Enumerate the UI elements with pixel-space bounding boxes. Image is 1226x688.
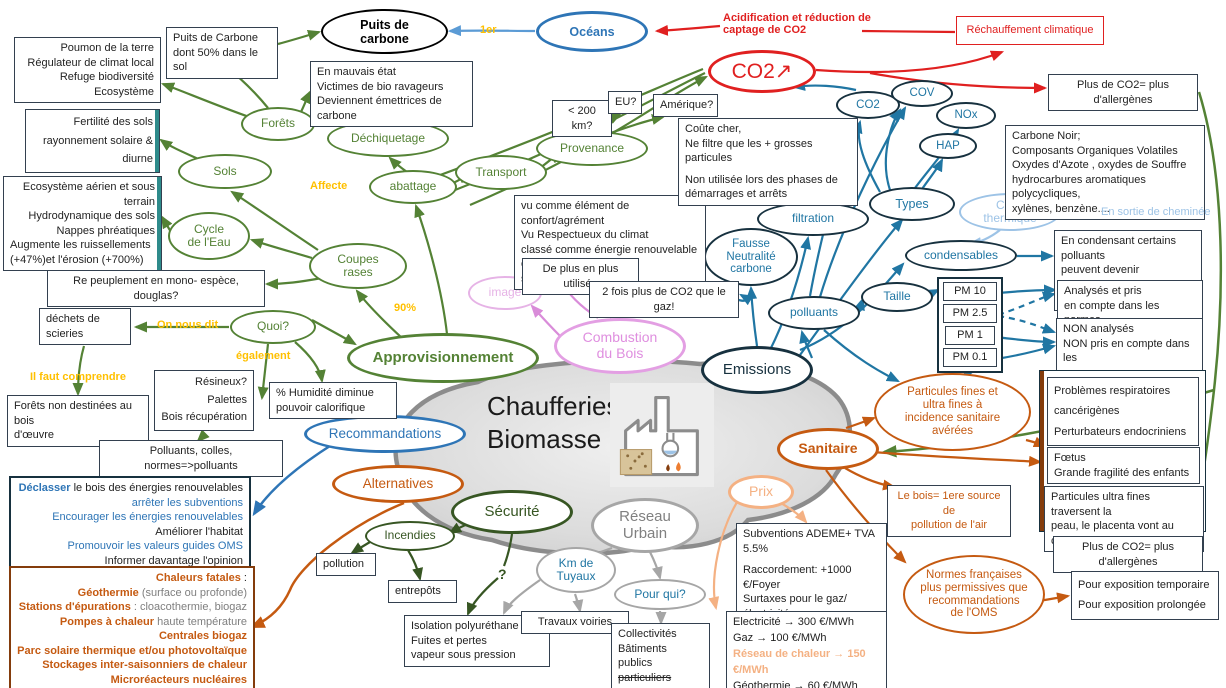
node-cov: COV xyxy=(891,80,953,107)
node-alternatives: Alternatives xyxy=(332,465,464,503)
node-co2: CO2↗ xyxy=(708,50,816,93)
node-puits-carbone: Puits de carbone xyxy=(321,9,448,54)
box-rechauffement: Réchauffement climatique xyxy=(956,16,1104,45)
box-plus-co2-top: Plus de CO2= plus d'allergènes xyxy=(1048,74,1198,112)
label-acidification: Acidification et réduction de captage de… xyxy=(723,12,871,36)
node-emissions: Emissions xyxy=(701,346,813,394)
node-transport: Transport xyxy=(455,155,547,190)
label-sortie-cheminee: En sortie de cheminée xyxy=(1101,206,1211,218)
node-types: Types xyxy=(869,187,955,221)
node-cycle-eau: Cycle de l'Eau xyxy=(168,212,250,260)
node-quoi: Quoi? xyxy=(230,310,316,344)
label-question-mark: ? xyxy=(498,566,507,582)
box-pollution: pollution xyxy=(316,553,376,576)
node-securite: Sécurité xyxy=(451,490,573,534)
node-normes-francaises: Normes françaises plus permissives que r… xyxy=(903,555,1045,634)
node-coupes-rases: Coupes rases xyxy=(309,243,407,289)
node-incendies: Incendies xyxy=(365,521,455,551)
label-il-faut-comprendre: Il faut comprendre xyxy=(30,371,126,383)
node-particules-fines: Particules fines et ultra fines à incide… xyxy=(874,373,1031,451)
label-90pct: 90% xyxy=(394,302,417,314)
node-forets: Forêts xyxy=(241,107,315,141)
box-polluants-colles: Polluants, colles, normes=>polluants xyxy=(99,440,283,478)
label-egalement: également xyxy=(236,350,291,362)
box-pm01: PM 0.1 xyxy=(943,348,997,367)
label-1er: 1er xyxy=(480,24,497,36)
box-eu: EU? xyxy=(608,91,642,114)
node-oceans: Océans xyxy=(536,11,648,52)
box-pm1: PM 1 xyxy=(945,326,995,345)
node-sanitaire: Sanitaire xyxy=(777,428,879,470)
node-combustion: Combustion du Bois xyxy=(554,318,686,374)
factory-icon-graphic xyxy=(619,396,699,477)
node-co2-small: CO2 xyxy=(836,91,900,119)
box-alternatives-list: Chaleurs fatales :Géothermie (surface ou… xyxy=(9,566,255,688)
node-abattage: abattage xyxy=(369,170,457,204)
label-affecte: Affecte xyxy=(310,180,348,192)
node-approvisionnement: Approvisionnement xyxy=(347,333,539,383)
node-polluants: polluants xyxy=(768,296,860,330)
box-carbone-noir: Carbone Noir;Composants Organiques Volat… xyxy=(1005,125,1205,221)
box-amerique: Amérique? xyxy=(653,94,718,117)
box-recommandations-list: Déclasser le bois des énergies renouvela… xyxy=(9,476,251,574)
node-prix: Prix xyxy=(728,475,794,509)
box-travaux-voiries: Travaux voiries xyxy=(521,611,629,634)
box-pm25: PM 2.5 xyxy=(943,304,997,323)
node-fausse-neutralite: Fausse Neutralité carbone xyxy=(704,228,798,286)
node-reseau-urbain: Réseau Urbain xyxy=(591,498,699,553)
box-entrepots: entrepôts xyxy=(388,580,457,603)
label-on-nous-dit: On nous dit xyxy=(157,319,219,331)
box-deux-fois-co2: 2 fois plus de CO2 que le gaz! xyxy=(589,281,739,319)
node-nox: NOx xyxy=(936,102,996,129)
factory-icon xyxy=(610,383,714,487)
box-pm10: PM 10 xyxy=(943,282,997,301)
node-recommandations: Recommandations xyxy=(304,415,466,453)
box-plus-co2-bottom: Plus de CO2= plus d'allergènes xyxy=(1053,536,1203,574)
box-coute-cher: Coûte cher,Ne filtre que les + grosses p… xyxy=(678,118,858,206)
page-title: Chaufferies Biomasse xyxy=(487,391,620,454)
node-hap: HAP xyxy=(919,133,977,159)
box-repeuplement: Re peuplement en mono- espèce, douglas? xyxy=(47,270,265,308)
node-sols: Sols xyxy=(178,154,272,189)
node-pour-qui: Pour qui? xyxy=(614,579,706,610)
node-filtration: filtration xyxy=(757,202,869,236)
box-200km: < 200 km? xyxy=(552,100,612,138)
node-condensables: condensables xyxy=(905,240,1017,271)
node-taille: Taille xyxy=(861,282,933,312)
node-km-tuyaux: Km de Tuyaux xyxy=(536,547,616,593)
